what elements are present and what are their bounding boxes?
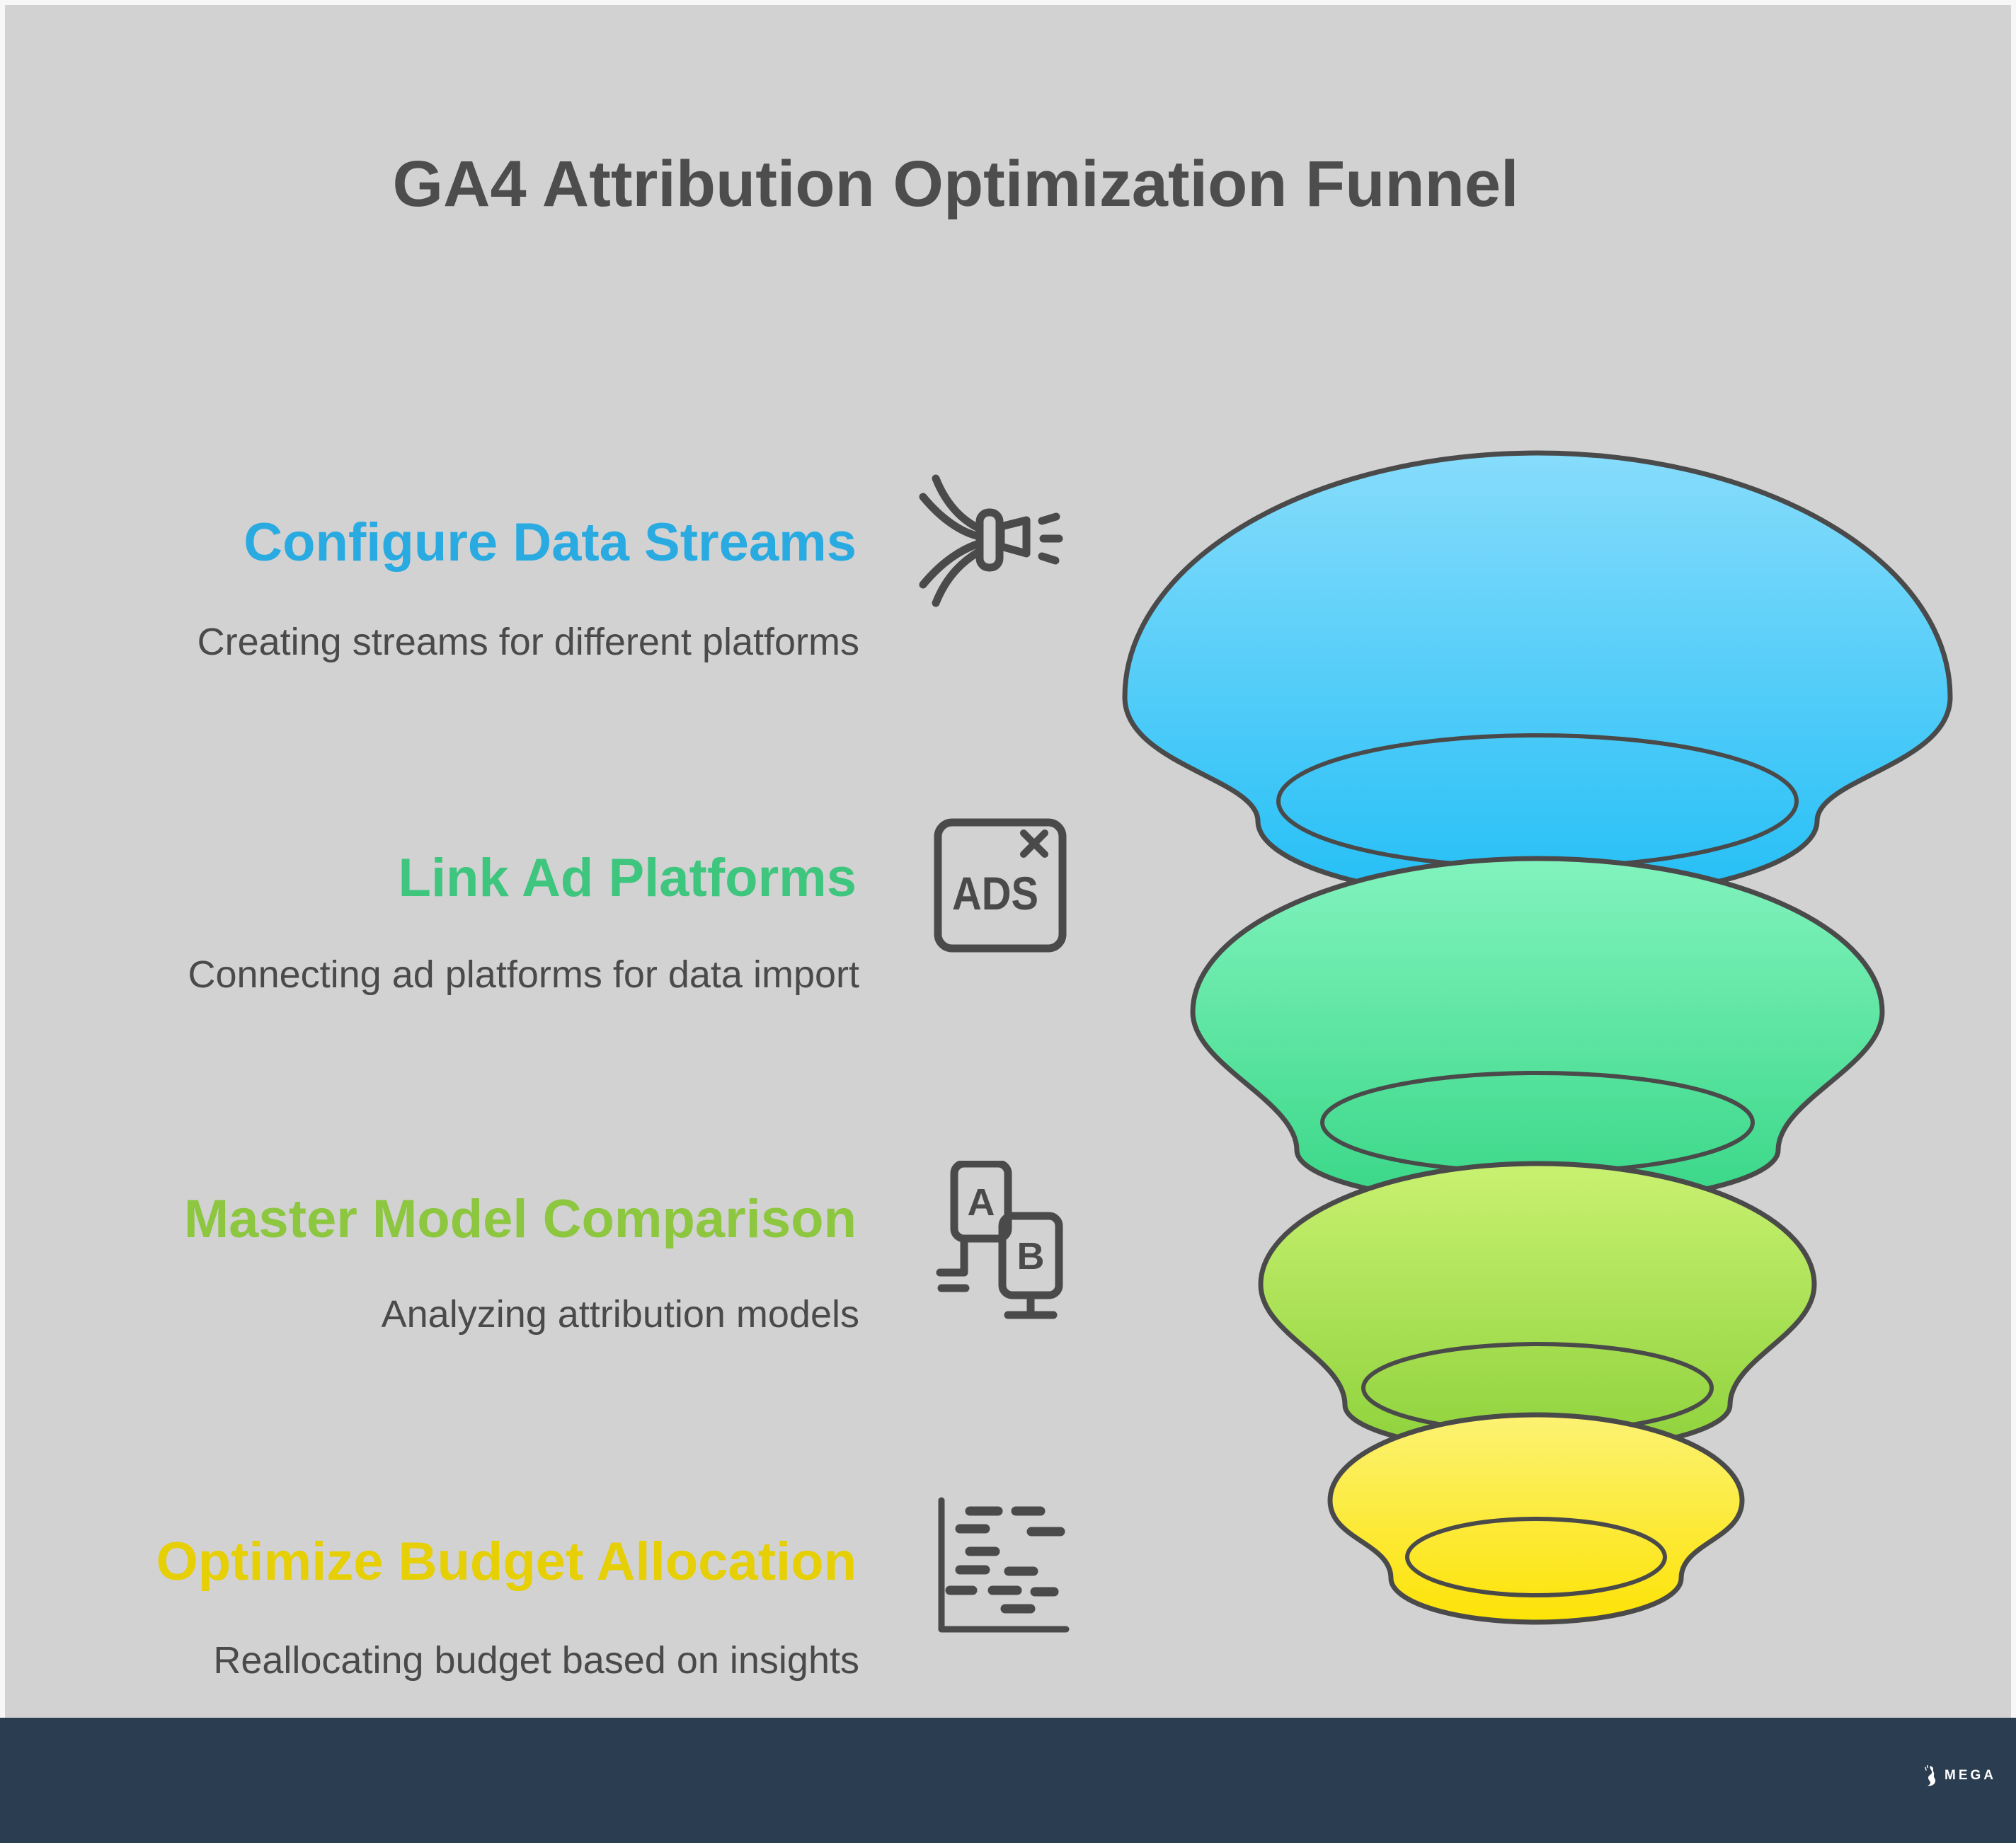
funnel-stage-1	[1122, 450, 1953, 903]
stream-line-1	[932, 474, 983, 532]
brand-logo: MEGA	[1923, 1762, 1996, 1790]
section-subtitle-optimize-budget-allocation: Reallocating budget based on insights	[213, 1639, 859, 1682]
close-icon	[1020, 829, 1048, 858]
ads-frame	[934, 818, 1067, 953]
section-title-link-ad-platforms: Link Ad Platforms	[398, 848, 857, 908]
ab-connector-line	[936, 1234, 968, 1277]
section-subtitle-link-ad-platforms: Connecting ad platforms for data import	[188, 953, 859, 996]
page-title: GA4 Attribution Optimization Funnel	[392, 148, 1519, 220]
spray-dash-top	[1038, 512, 1060, 525]
funnel-stage-3	[1258, 1161, 1817, 1454]
brand-glyph-icon	[1925, 1765, 1936, 1786]
ads-label: ADS	[952, 867, 1038, 919]
variant-a-label: A	[968, 1181, 995, 1224]
section-title-configure-data-streams: Configure Data Streams	[244, 512, 857, 573]
section-subtitle-configure-data-streams: Creating streams for different platforms	[197, 621, 859, 663]
stream-line-4	[932, 548, 983, 607]
spray-dash-bottom	[1038, 552, 1060, 565]
stream-line-2	[919, 493, 981, 540]
ads-icon: ADS	[933, 817, 1067, 953]
section-title-master-model-comparison: Master Model Comparison	[183, 1189, 857, 1249]
funnel-stage-2	[1190, 856, 1885, 1207]
budget-chart-icon	[934, 1495, 1072, 1636]
brand-name: MEGA	[1945, 1768, 1996, 1783]
section-subtitle-master-model-comparison: Analyzing attribution models	[381, 1293, 859, 1336]
section-title-optimize-budget-allocation: Optimize Budget Allocation	[156, 1532, 857, 1592]
variant-b-label: B	[1017, 1235, 1045, 1278]
ab-test-icon: A B	[934, 1161, 1069, 1334]
footer-bar: MEGA	[0, 1718, 2016, 1843]
nozzle-ring	[975, 508, 1004, 572]
funnel-stage-4-opening	[1405, 1517, 1667, 1597]
stream-line-3	[919, 540, 981, 589]
data-streams-icon	[906, 467, 1090, 651]
variant-a-frame	[950, 1161, 1012, 1243]
